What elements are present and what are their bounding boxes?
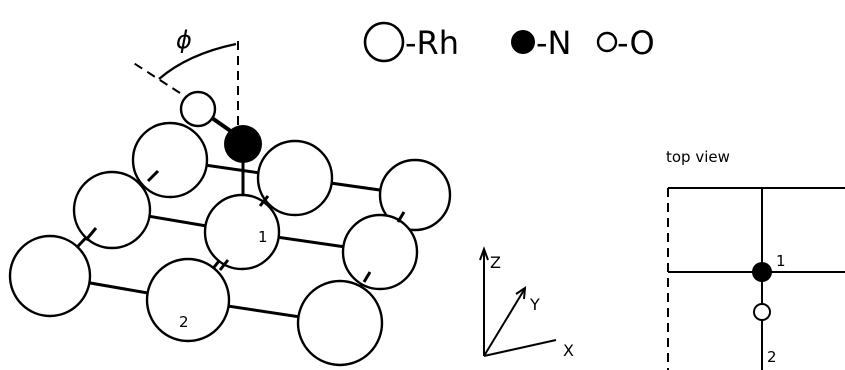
rh-atom bbox=[341, 213, 419, 291]
x-axis-label: X bbox=[563, 341, 574, 360]
legend-n-dot bbox=[511, 30, 535, 54]
top-view-label-1: 1 bbox=[776, 252, 786, 270]
rh-atom bbox=[72, 170, 152, 250]
coordinate-axes bbox=[479, 246, 557, 357]
legend-o-circle bbox=[596, 31, 618, 53]
top-view-n-atom bbox=[752, 262, 772, 282]
tilt-angle bbox=[131, 40, 239, 125]
y-arrowhead bbox=[515, 286, 527, 300]
legend: -Rh -N -O bbox=[363, 21, 655, 63]
rh-atom-site-1 bbox=[203, 193, 281, 271]
legend-n-label: -N bbox=[536, 24, 571, 62]
rh-atom bbox=[296, 279, 384, 367]
y-axis-label: Y bbox=[529, 295, 540, 314]
rh-atom-site-2 bbox=[145, 257, 231, 343]
n-atom bbox=[224, 125, 262, 163]
legend-rh-circle bbox=[363, 21, 405, 63]
x-axis bbox=[483, 339, 557, 357]
top-view-o-atom bbox=[753, 303, 771, 321]
top-view-label-2: 2 bbox=[767, 348, 777, 366]
z-axis-label: Z bbox=[490, 253, 501, 272]
no-molecule bbox=[179, 90, 262, 163]
legend-rh-label: -Rh bbox=[405, 24, 459, 62]
angle-arc bbox=[158, 42, 237, 80]
molecular-axis bbox=[131, 61, 181, 94]
z-arrowhead bbox=[479, 246, 489, 261]
top-view-title: top view bbox=[666, 148, 730, 166]
rh-atom bbox=[8, 234, 92, 318]
rh-atom bbox=[378, 158, 452, 232]
site-label-2: 2 bbox=[179, 313, 189, 331]
top-view-panel: top view 1 2 bbox=[666, 148, 845, 370]
phi-label: ϕ bbox=[176, 26, 192, 54]
rh-atoms bbox=[8, 121, 452, 367]
legend-o-label: -O bbox=[617, 24, 655, 62]
site-label-1: 1 bbox=[258, 228, 268, 246]
o-atom bbox=[179, 90, 217, 128]
bond-stubs bbox=[84, 169, 406, 283]
rh-atom bbox=[256, 139, 334, 217]
rh-atom bbox=[131, 121, 209, 199]
y-axis bbox=[483, 289, 525, 357]
